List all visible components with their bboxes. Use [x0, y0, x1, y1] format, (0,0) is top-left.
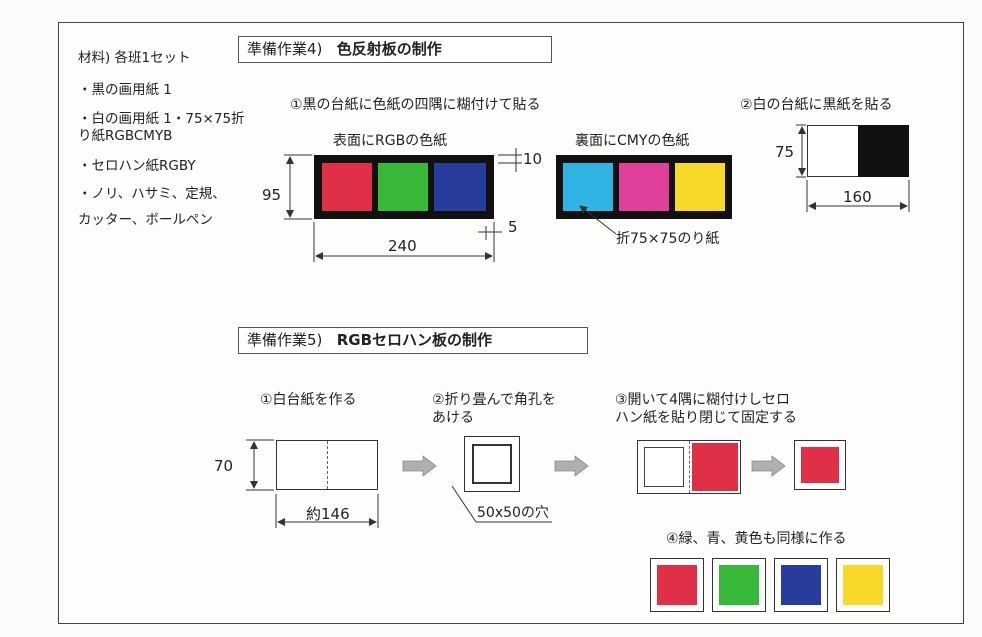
prep4-step2: ②白の台紙に黒紙を貼る: [740, 97, 893, 113]
square-hole: [472, 444, 512, 484]
prep4-title-b: 色反射板の制作: [336, 40, 442, 58]
yellow-paper: [675, 163, 725, 211]
dim-70: 70: [214, 457, 234, 475]
fold-line: [327, 441, 328, 489]
material-item: ・白の画用紙 1・75×75折: [78, 111, 245, 127]
dim-5: 5: [508, 218, 518, 236]
cyan-paper: [563, 163, 613, 211]
back-label: 裏面にCMYの色紙: [575, 133, 690, 149]
prep5-step1: ①白台紙を作る: [260, 392, 357, 408]
dim-75: 75: [775, 143, 795, 161]
plate-blue-window: [781, 565, 821, 605]
prep5-title-b: RGBセロハン板の制作: [336, 331, 493, 349]
magenta-paper: [619, 163, 669, 211]
opened-fold-line: [689, 441, 690, 493]
hole-label: 50x50の穴: [477, 505, 549, 521]
plate-yellow-window: [843, 565, 883, 605]
prep4-title-a: 準備作業4): [247, 40, 323, 58]
red-paper: [322, 163, 372, 211]
material-item: ・セロハン紙RGBY: [78, 158, 196, 174]
prep5-step2-line1: ②折り畳んで角孔を: [432, 392, 556, 408]
plate-green-window: [719, 565, 759, 605]
dim-160: 160: [843, 188, 872, 206]
green-paper: [378, 163, 428, 211]
prep5-title-a: 準備作業5): [247, 331, 323, 349]
prep5-step3-line2: ハン紙を貼り閉じて固定する: [615, 410, 797, 426]
prep5-step3-line1: ③開いて4隅に糊付けしセロ: [615, 392, 791, 408]
material-item: り紙RGBCMYB: [78, 128, 173, 144]
origami-label: 折75×75のり紙: [616, 231, 720, 247]
blue-paper: [434, 163, 486, 211]
material-item: ・ノリ、ハサミ、定規、: [78, 186, 226, 202]
prep5-step2-line2: あける: [432, 410, 474, 426]
dim-240: 240: [388, 237, 417, 255]
plate-red-window: [657, 565, 697, 605]
material-item: カッター、ボールペン: [78, 212, 213, 228]
dim-95: 95: [262, 186, 282, 204]
prep4-step1: ①黒の台紙に色紙の四隅に糊付けて貼る: [290, 97, 541, 113]
black-paper: [858, 125, 909, 177]
front-label: 表面にRGBの色紙: [333, 133, 448, 149]
prep4-title: 準備作業4) 色反射板の制作: [238, 36, 552, 63]
dim-10: 10: [523, 150, 543, 168]
diagram-frame: [58, 22, 964, 624]
prep5-title: 準備作業5) RGBセロハン板の制作: [238, 327, 588, 354]
prep5-step4: ④緑、青、黄色も同様に作る: [666, 531, 847, 547]
opened-left-hole: [644, 447, 684, 487]
finished-red-window: [801, 447, 839, 483]
material-item: ・黒の画用紙 1: [78, 82, 172, 98]
materials-header: 材料) 各班1セット: [78, 50, 191, 66]
red-cellophane: [692, 443, 738, 491]
